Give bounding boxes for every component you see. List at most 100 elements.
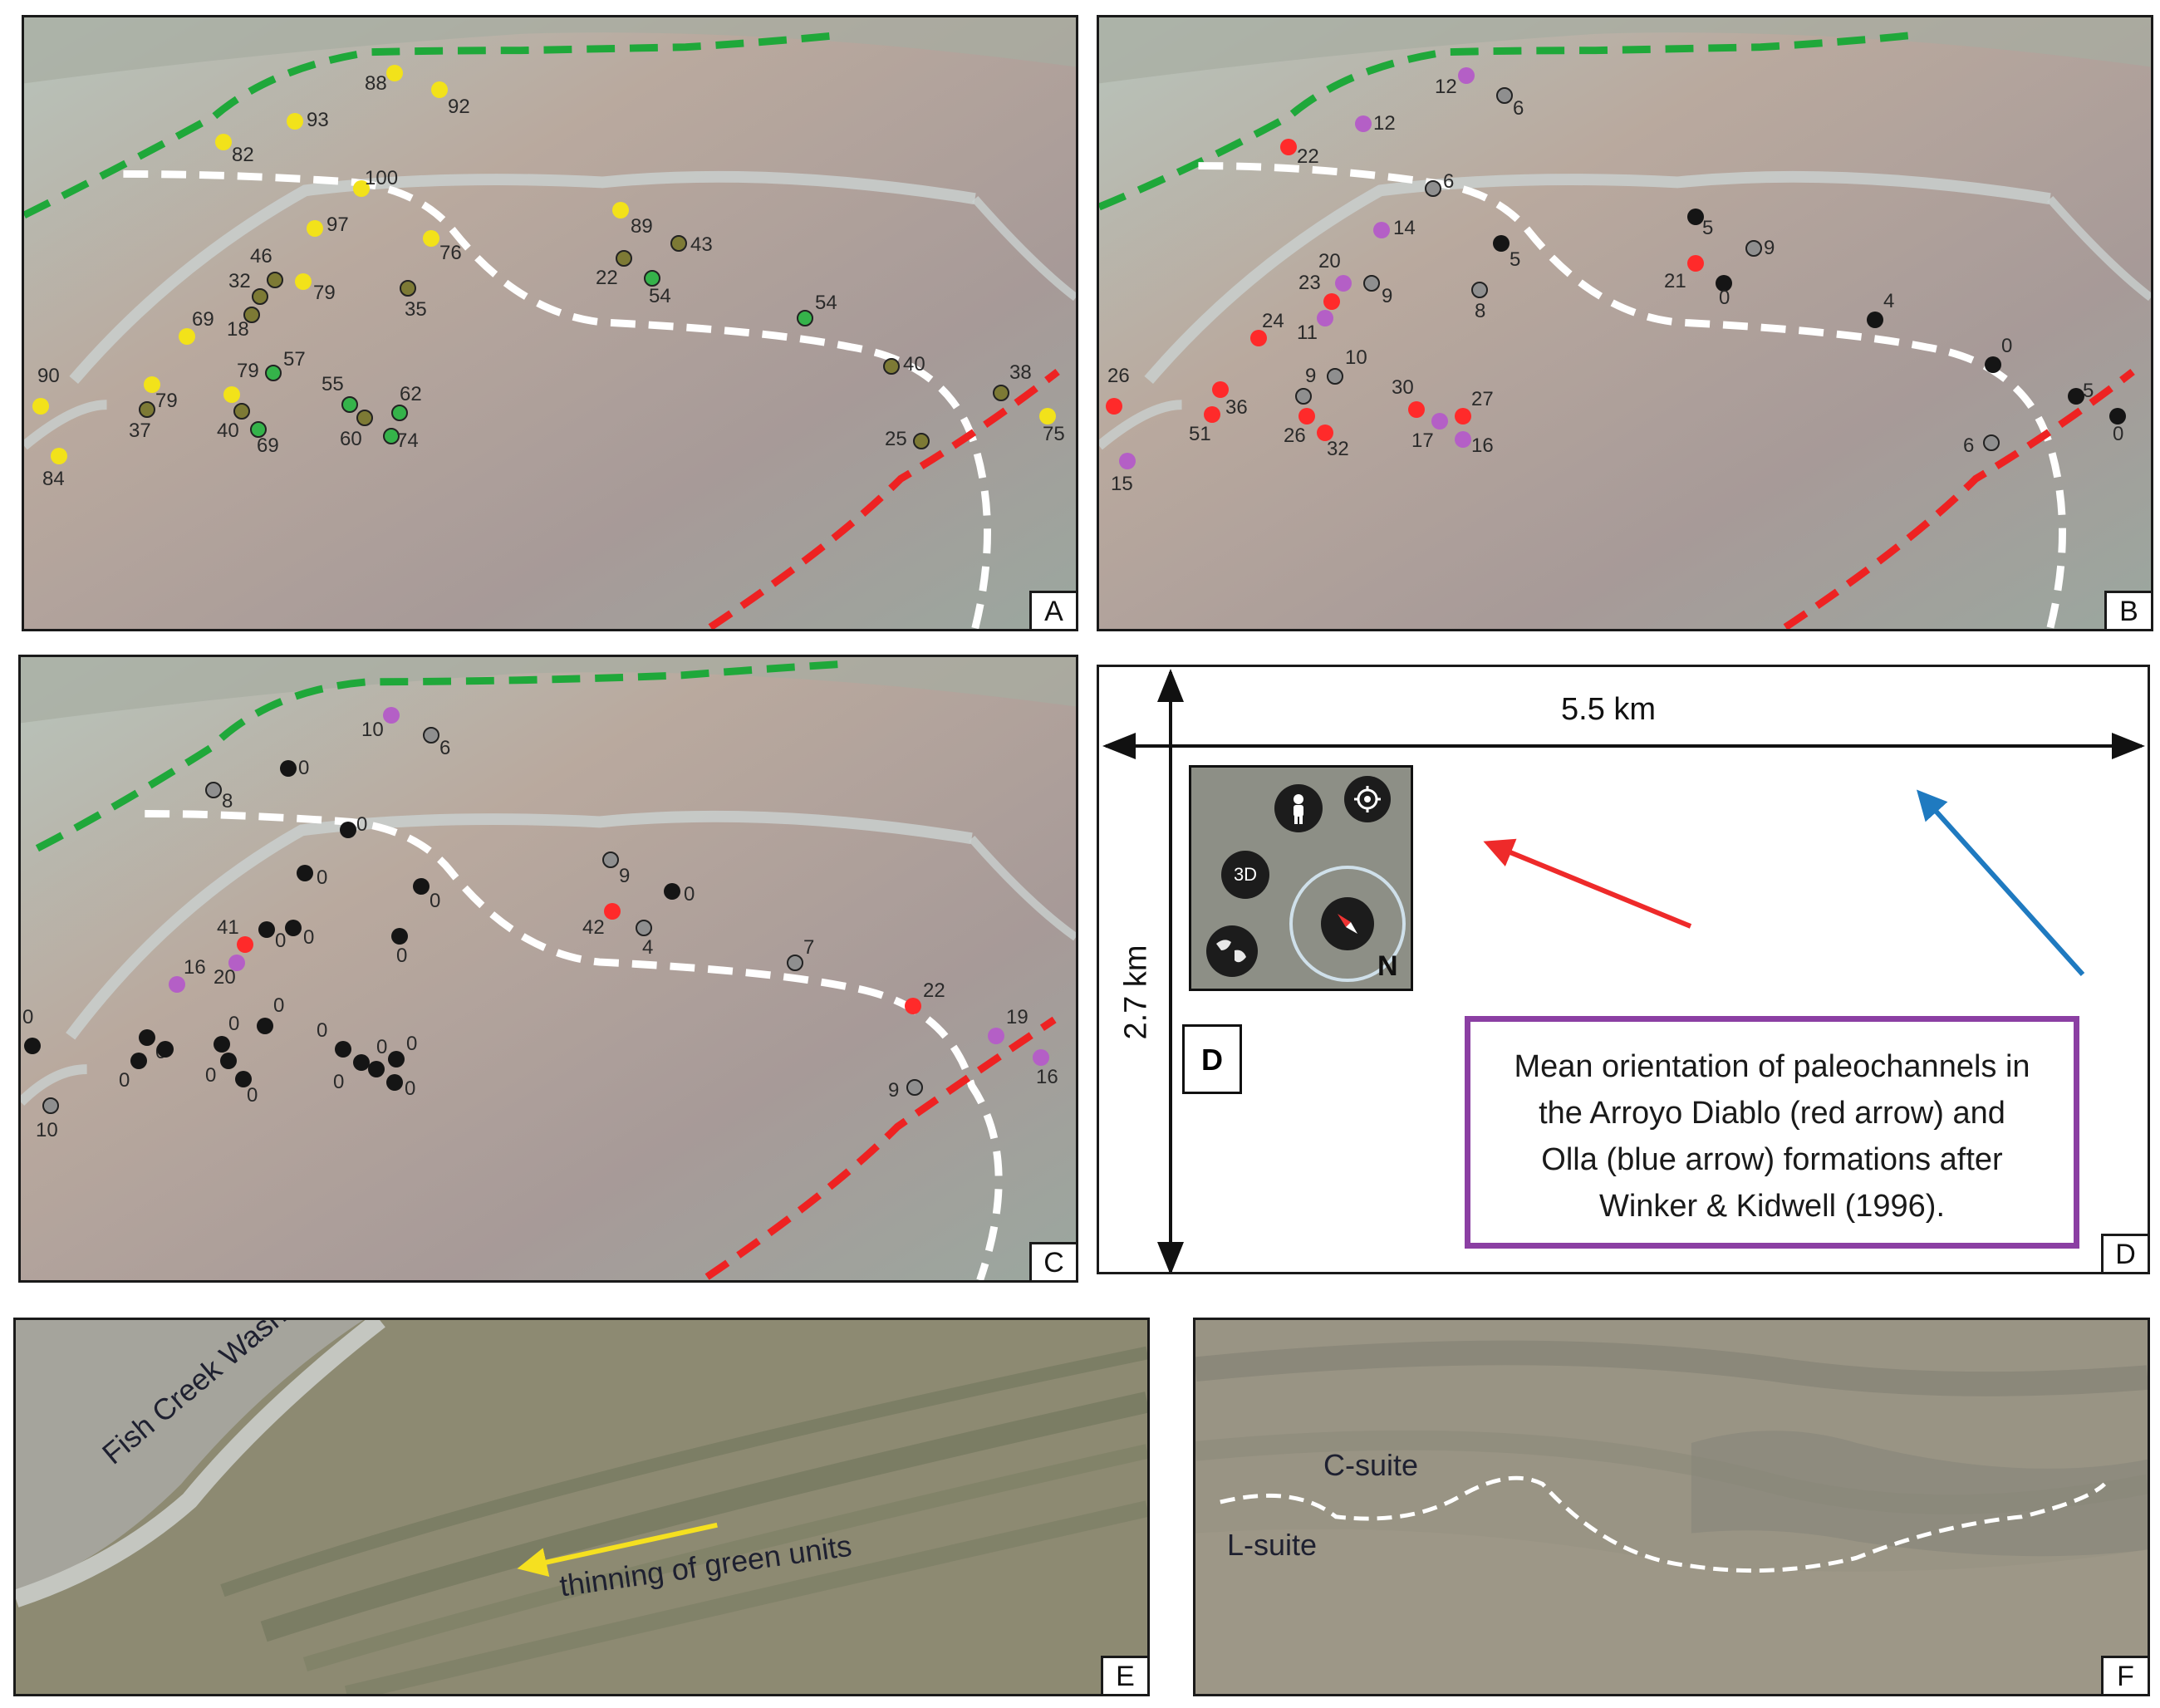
sample-point [1355,115,1372,132]
sample-point [1327,368,1343,385]
point-value: 27 [1471,388,1494,410]
point-value: 9 [1382,285,1393,307]
sample-point [386,1074,403,1091]
sample-point [604,903,621,920]
point-value: 0 [298,757,310,779]
scale-legend-panel-d: 5.5 km 2.7 km 3D N [1097,665,2150,1274]
point-value: 100 [365,167,399,189]
point-value: 9 [888,1079,900,1102]
point-value: 54 [815,292,837,314]
sample-point [1687,209,1704,225]
sample-point [383,707,400,724]
point-value: 6 [1513,97,1524,120]
panel-label-e: E [1101,1656,1147,1694]
point-value: 0 [1719,287,1730,309]
sample-point [616,250,632,267]
sample-point [228,955,245,971]
point-value: 5 [1510,248,1521,271]
sample-point [353,180,370,197]
point-value: 0 [356,813,368,836]
point-value: 18 [227,318,249,341]
point-value: 15 [1111,473,1133,495]
sample-point [988,1028,1004,1044]
point-value: 14 [1393,217,1416,239]
sample-point [1323,293,1340,310]
point-value: 5 [1702,217,1714,239]
point-value: 12 [1373,112,1396,135]
sample-point [214,1036,230,1053]
point-value: 57 [283,348,306,371]
point-value: 0 [406,1033,418,1055]
point-value: 69 [257,434,279,457]
point-value: 10 [1345,346,1367,369]
sample-point [297,865,313,881]
sample-point [1455,431,1471,448]
point-value: 38 [1009,361,1032,384]
note-line: Winker & Kidwell (1996). [1598,1189,1946,1224]
sample-point [1335,275,1352,292]
map-panel-b: 12 6 12 22 6 14 5 5 9 21 0 20 23 9 8 11 … [1097,15,2153,631]
sample-point [1373,222,1390,238]
sample-point [1425,180,1441,197]
point-value: 54 [649,285,671,307]
sample-point [1295,388,1312,405]
sample-point [130,1053,147,1069]
sample-point [391,928,408,945]
inset-label-d: D [1182,1024,1242,1094]
point-value: 0 [303,926,315,949]
note-line: Mean orientation of paleochannels in [1514,1049,2030,1084]
point-value: 22 [1297,145,1319,168]
point-value: 75 [1043,423,1065,445]
person-icon [1294,794,1303,824]
sample-point [797,310,813,326]
point-value: 10 [361,719,384,741]
point-value: 0 [228,1013,240,1035]
sample-point [1716,275,1732,292]
map-panel-c: 10 6 0 8 0 0 0 9 0 41 0 0 0 42 4 20 16 7 [18,655,1078,1283]
point-value: 51 [1189,423,1211,445]
point-value: 37 [129,420,151,442]
sample-point [235,1071,252,1087]
point-value: 5 [2083,380,2094,402]
sample-point [295,273,312,290]
terrain-image [24,17,1076,629]
point-value: 16 [1036,1066,1058,1088]
3d-button[interactable]: 3D [1221,851,1269,899]
sample-point [1298,408,1315,425]
sample-point [906,1079,923,1096]
l-suite-label: L-suite [1227,1528,1318,1562]
point-value: 93 [307,109,329,131]
sample-point [1983,434,2000,451]
globe-button[interactable] [1206,925,1258,977]
point-value: 88 [365,72,387,95]
point-value: 42 [582,916,605,939]
photo-panel-e: Fish Creek Wash thinning of green units … [13,1318,1150,1696]
point-value: 0 [275,930,287,952]
sample-point [265,365,282,381]
panel-label-f: F [2101,1656,2148,1694]
sample-point [391,405,408,421]
sample-point [42,1097,59,1114]
point-value: 16 [184,956,206,979]
sample-point [205,782,222,798]
point-value: 20 [1318,250,1341,272]
north-label: N [1377,950,1398,982]
sample-point [383,428,400,444]
sample-point [388,1051,405,1068]
sample-point [220,1053,237,1069]
panel-label-b: B [2104,591,2151,629]
sample-point [139,1029,155,1046]
sample-point [144,376,160,393]
target-icon [1354,786,1381,812]
sample-point [1106,398,1122,415]
panel-label-a: A [1029,591,1076,629]
point-value: 21 [1664,270,1686,292]
sample-point [252,288,268,305]
sample-point [2109,408,2126,425]
sample-point [1867,312,1883,328]
point-value: 40 [217,420,239,442]
sample-point [1363,275,1380,292]
point-value: 43 [690,233,713,256]
compass-ring[interactable] [1289,866,1406,982]
point-value: 6 [1443,170,1455,193]
